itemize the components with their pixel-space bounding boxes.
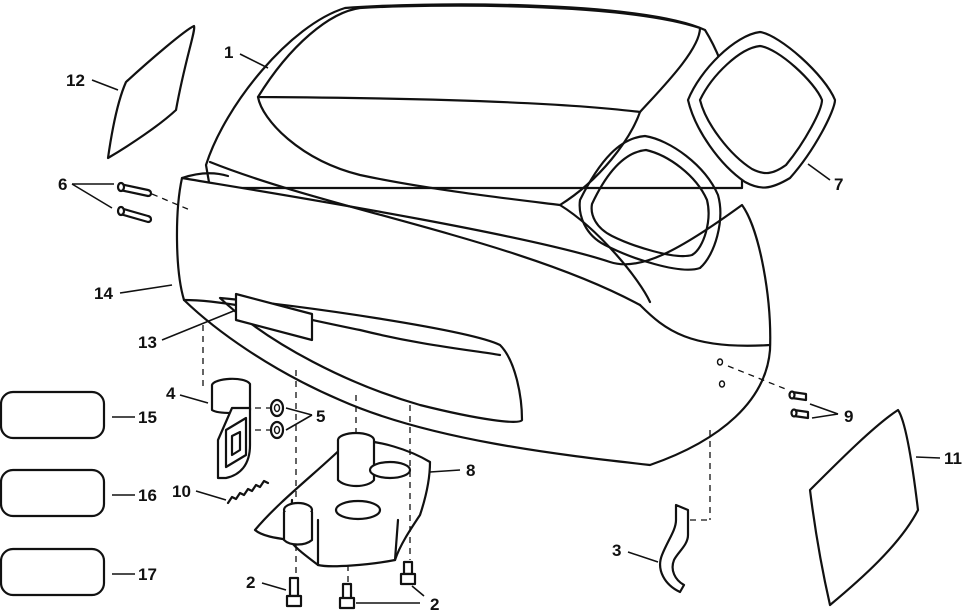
callout-2a: 2 <box>246 573 255 592</box>
engine-cover <box>175 3 772 467</box>
window-seal <box>686 30 837 189</box>
bracket-8 <box>253 431 432 568</box>
decal-11 <box>808 408 920 607</box>
callout-14: 14 <box>94 284 113 303</box>
callout-7: 7 <box>834 175 843 194</box>
callout-9: 9 <box>844 407 853 426</box>
callout-5: 5 <box>316 407 325 426</box>
callout-6: 6 <box>58 175 67 194</box>
spring-10 <box>226 479 270 505</box>
bolts-2 <box>285 560 417 610</box>
callout-1: 1 <box>224 43 233 62</box>
decal-15 <box>0 390 106 440</box>
callout-4: 4 <box>166 384 176 403</box>
callout-17: 17 <box>138 565 157 584</box>
callout-11: 11 <box>944 449 962 468</box>
callout-8: 8 <box>466 461 475 480</box>
decal-12 <box>106 24 196 160</box>
clip-3 <box>659 503 690 594</box>
callout-3: 3 <box>612 541 621 560</box>
screws-9 <box>727 365 810 420</box>
leader-lines <box>71 53 941 604</box>
callout-2b: 2 <box>430 595 439 614</box>
callout-16: 16 <box>138 486 157 505</box>
callout-12: 12 <box>66 71 85 90</box>
latch-4 <box>210 377 252 480</box>
washers-5 <box>269 398 285 440</box>
decal-17 <box>0 547 106 597</box>
decal-16 <box>0 468 106 518</box>
pins-6 <box>116 181 191 224</box>
assembly-lines <box>202 325 711 584</box>
callout-10: 10 <box>172 482 191 501</box>
callouts: 1 12 6 7 14 13 4 5 9 11 8 10 15 16 17 3 … <box>58 43 962 614</box>
callout-13: 13 <box>138 333 157 352</box>
callout-15: 15 <box>138 408 157 427</box>
